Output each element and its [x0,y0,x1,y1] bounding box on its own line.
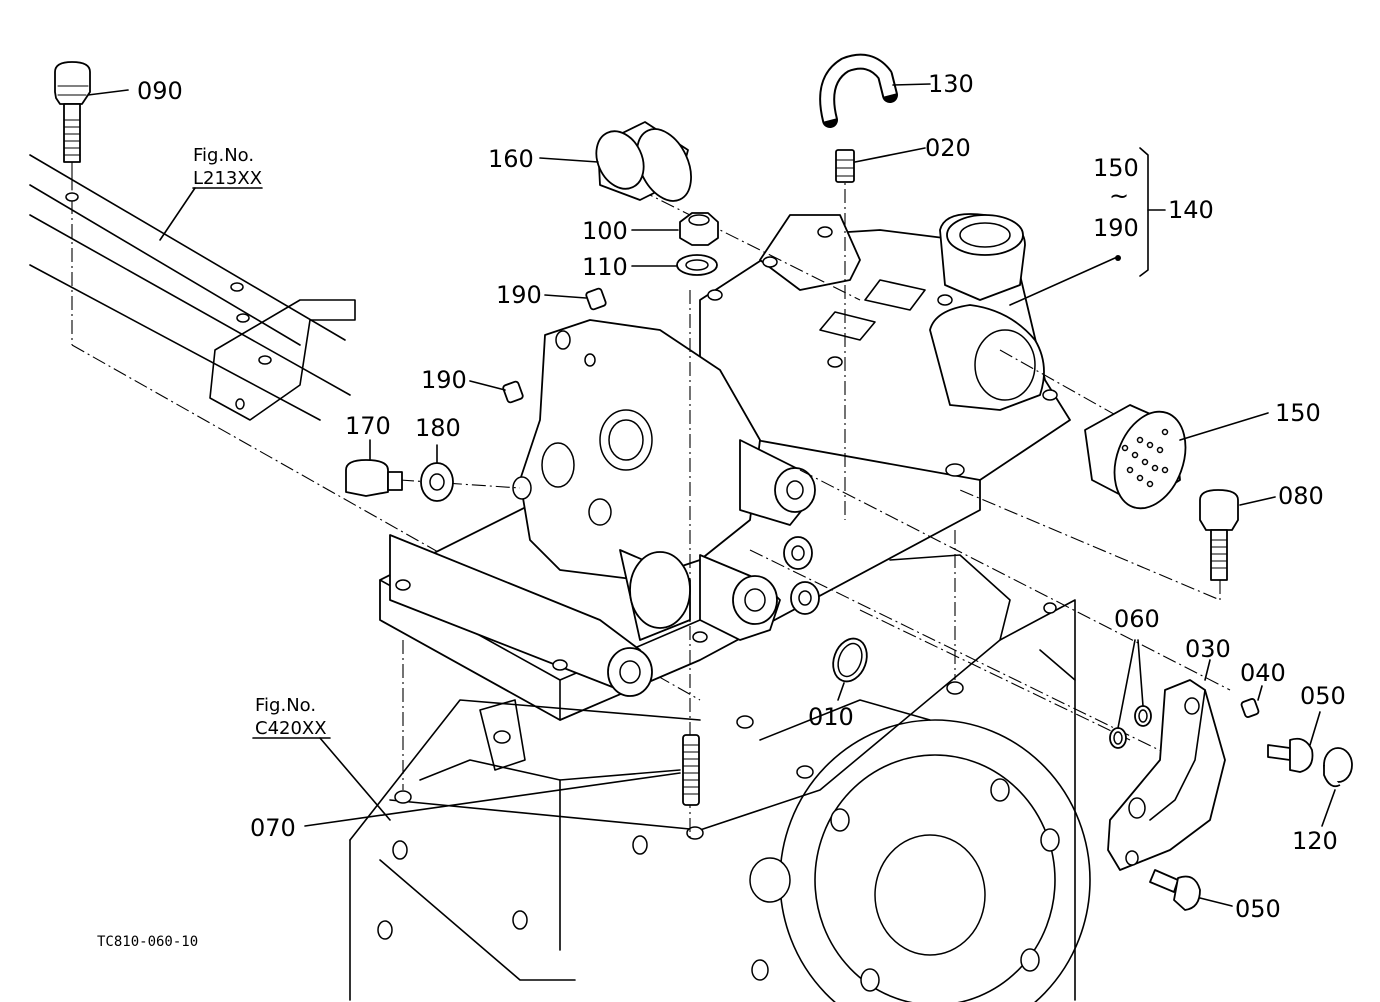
callout-090: 090 [137,77,183,105]
bolt-080 [1199,489,1276,581]
breather-pipe-130 [819,53,931,128]
fig-ref-lower-code: C420XX [255,718,327,739]
hydraulic-housing [379,213,1071,721]
stud-070 [304,734,700,827]
drawing-code: TC810-060-10 [97,934,198,950]
fig-ref-lower-label: Fig.No. [255,695,316,716]
o-rings-060 [1109,639,1152,749]
fig-ref-upper-label: Fig.No. [193,145,254,166]
callout-170: 170 [345,412,391,440]
callout-120: 120 [1292,827,1338,855]
set-screw-040 [1240,685,1263,718]
callout-050-upper: 050 [1300,682,1346,710]
upper-frame-rail [29,154,701,701]
bolt-050-lower [1149,869,1233,911]
callout-190-b: 190 [421,366,467,394]
washer-180 [420,444,454,502]
callout-160: 160 [488,145,534,173]
callout-180: 180 [415,414,461,442]
bolt-050-upper [1267,711,1321,773]
washer-110 [631,254,718,276]
bolt-090 [54,61,129,202]
callout-range-tilde: ~ [1109,182,1129,210]
callout-080: 080 [1278,482,1324,510]
callout-110: 110 [582,253,628,281]
callout-190-a: 190 [496,281,542,309]
filter-holes [1121,428,1169,488]
plug-170 [345,439,403,497]
cap-120 [1321,747,1353,827]
callout-030: 030 [1185,635,1231,663]
callout-070: 070 [250,814,296,842]
callout-100: 100 [582,217,628,245]
set-screw-190-b [469,380,524,404]
callout-150: 150 [1275,399,1321,427]
bracket-030 [1107,659,1226,871]
transmission-case [349,554,1091,1002]
set-screw-190-a [544,287,607,311]
callout-060: 060 [1114,605,1160,633]
filter-150 [1084,404,1269,510]
callout-050-lower: 050 [1235,895,1281,923]
callout-020: 020 [925,134,971,162]
fig-ref-upper-code: L213XX [193,168,262,189]
bushing-160 [539,121,692,202]
fig-ref-upper-leader [159,187,263,241]
fitting-020 [835,147,926,183]
callout-range-end-190: 190 [1093,214,1139,242]
o-ring-010 [832,637,868,701]
range-bracket-140 [1009,147,1166,306]
callout-140: 140 [1168,196,1214,224]
nut-100 [631,212,719,246]
callout-010: 010 [808,703,854,731]
callout-040: 040 [1240,659,1286,687]
fig-ref-lower-leader [252,737,391,821]
callout-130: 130 [928,70,974,98]
callout-range-start-150: 150 [1093,154,1139,182]
